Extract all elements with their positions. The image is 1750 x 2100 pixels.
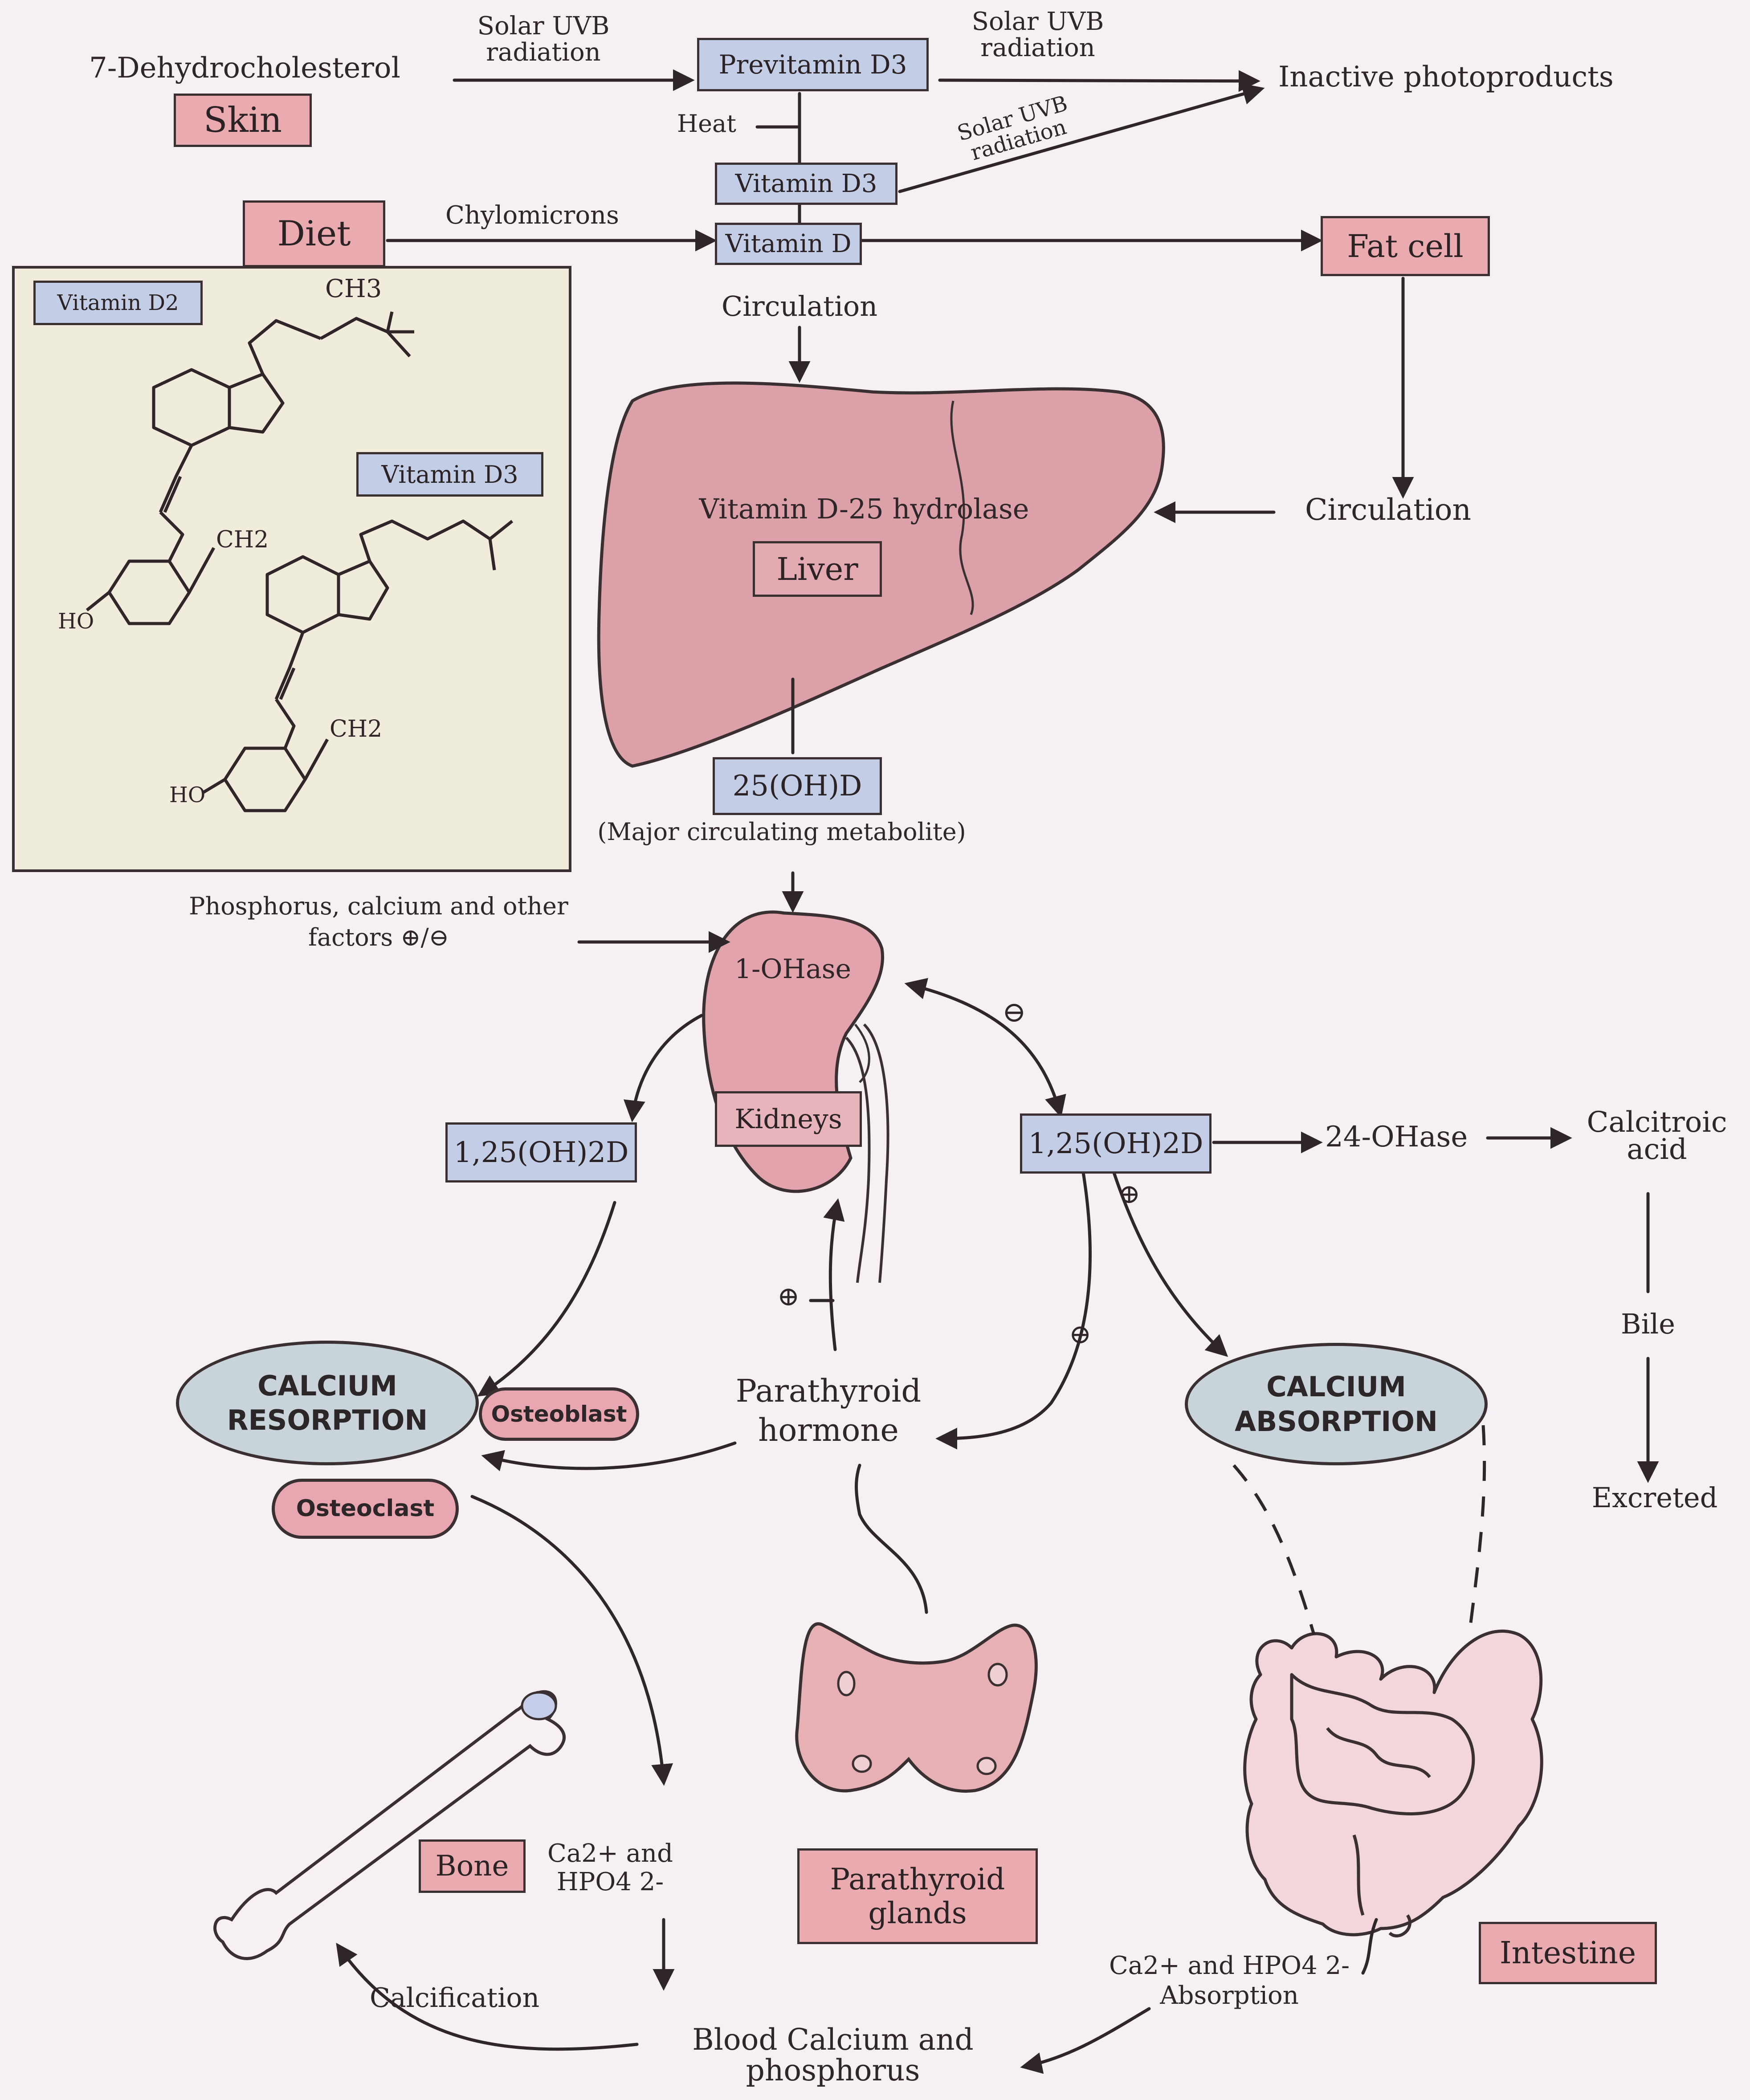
pill-calcium-resorption: CALCIUM RESORPTION (176, 1341, 479, 1465)
label-heat: Heat (677, 111, 736, 137)
intestine-shape (1245, 1631, 1542, 1936)
label-calcification: Calcification (370, 1984, 539, 2012)
arrow-pth-to-resorption (485, 1443, 735, 1468)
box-previtamin-d3: Previtamin D3 (697, 38, 929, 91)
label-ch2-d2: CH2 (216, 528, 269, 552)
box-25-oh-d: 25(OH)D (713, 757, 882, 815)
box-vitamin-d: Vitamin D (715, 223, 862, 265)
bone-shape (215, 1692, 564, 1958)
label-ho-d2: HO (58, 610, 94, 632)
arrow-kidney-right-feedback (909, 984, 1060, 1113)
label-circulation-2: Circulation (1305, 494, 1471, 525)
bone-head (522, 1692, 556, 1719)
sign-plus-absorption: ⊕ (1118, 1180, 1140, 1208)
label-ho-d3: HO (169, 784, 205, 806)
structure-inset-panel (13, 267, 570, 871)
arrow-pth-to-kidney (830, 1203, 837, 1350)
label-blood-calcium-phosphorus: Blood Calcium and phosphorus (637, 2024, 1029, 2086)
pill-calcium-absorption: CALCIUM ABSORPTION (1185, 1343, 1488, 1465)
box-intestine: Intestine (1479, 1922, 1657, 1984)
box-125-oh2-d-right: 1,25(OH)2D (1020, 1113, 1212, 1174)
label-7-dehydrocholesterol: 7-Dehydrocholesterol (89, 53, 400, 83)
box-kidneys: Kidneys (715, 1091, 862, 1147)
label-excreted: Excreted (1568, 1483, 1742, 1512)
sign-minus-kidney: ⊖ (1002, 998, 1026, 1028)
label-ca-hpo4-absorption: Ca2+ and HPO4 2- Absorption (1087, 1951, 1372, 2010)
box-125-oh2-d-left: 1,25(OH)2D (445, 1122, 637, 1183)
box-inset-vitamin-d2: Vitamin D2 (33, 281, 203, 325)
label-inactive-photoproducts: Inactive photoproducts (1278, 62, 1614, 92)
arrow-previtamin-to-inactive (940, 80, 1256, 81)
box-skin: Skin (174, 94, 312, 147)
label-1-ohase: 1-OHase (722, 955, 864, 983)
label-circulation-1: Circulation (704, 292, 895, 321)
box-vitamin-d3: Vitamin D3 (715, 163, 897, 205)
arrow-kidney-to-left-125 (632, 1015, 702, 1118)
sign-minus-pth: ⊖ (1069, 1321, 1091, 1349)
box-inset-vitamin-d3: Vitamin D3 (356, 452, 543, 497)
label-parathyroid-hormone: Parathyroid hormone (713, 1372, 944, 1450)
label-solar-uvb-2: Solar UVB radiation (935, 9, 1140, 61)
label-major-circulating-metabolite: (Major circulating metabolite) (592, 820, 971, 845)
pill-osteoclast: Osteoclast (272, 1479, 459, 1539)
label-chylomicrons: Chylomicrons (445, 203, 619, 229)
box-fat-cell: Fat cell (1321, 216, 1490, 276)
box-diet: Diet (243, 200, 385, 267)
label-phosphorus-calcium-factors: Phosphorus, calcium and other factors ⊕/… (174, 891, 583, 953)
arrow-125-to-pth (940, 1167, 1090, 1439)
box-bone: Bone (419, 1839, 526, 1893)
label-ca-hpo4-bone: Ca2+ and HPO4 2- (534, 1839, 686, 1897)
line-glands-to-pth (857, 1465, 927, 1612)
arrow-left-125-to-resorption (481, 1203, 615, 1394)
label-vitamin-d-25-hydrolase: Vitamin D-25 hydrolase (641, 494, 1087, 523)
ureter (864, 1024, 888, 1283)
arrow-absorption-to-blood (1024, 2009, 1149, 2067)
label-24-ohase: 24-OHase (1325, 1122, 1468, 1152)
label-solar-uvb-1: Solar UVB radiation (445, 13, 641, 66)
box-liver: Liver (753, 541, 882, 597)
label-calcitroic-acid: Calcitroic acid (1572, 1109, 1742, 1163)
label-bile: Bile (1603, 1309, 1693, 1338)
label-ch3: CH3 (325, 276, 382, 302)
label-ch2-d3: CH2 (330, 717, 382, 742)
sign-plus-pth: ⊕ (777, 1283, 800, 1311)
pill-osteoblast: Osteoblast (479, 1387, 639, 1441)
box-parathyroid-glands: Parathyroid glands (797, 1848, 1038, 1944)
parathyroid-gland-shape (797, 1624, 1036, 1791)
